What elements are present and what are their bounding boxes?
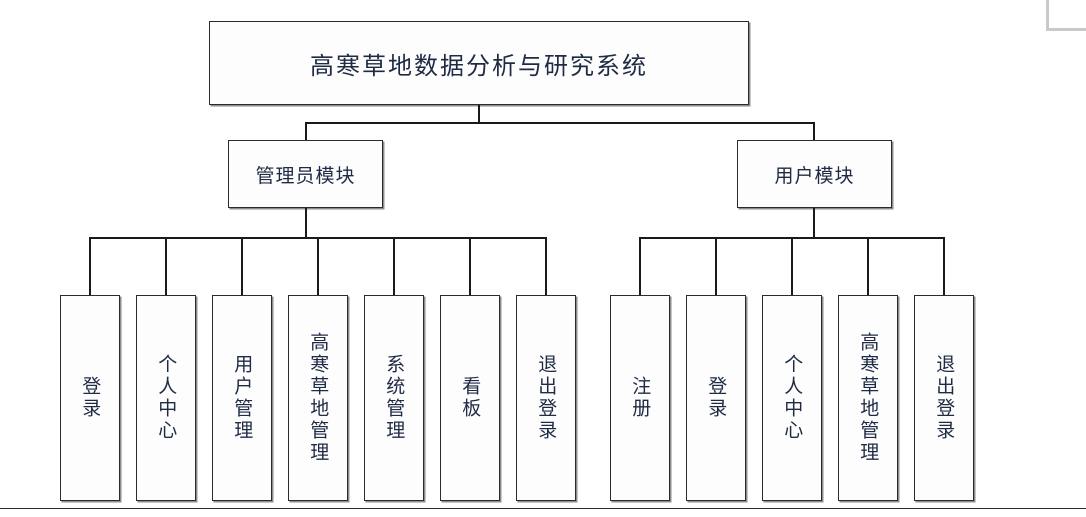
node-leaf-user-login: 登录 xyxy=(686,295,746,501)
node-module-user-label: 用户模块 xyxy=(774,164,855,187)
node-leaf-admin-system-management: 系统管理 xyxy=(364,295,424,501)
node-leaf-admin-user-management: 用户管理 xyxy=(212,295,272,501)
connector-user-drop xyxy=(813,208,815,237)
page-corner-marker xyxy=(1046,0,1086,31)
node-leaf-label: 系统管理 xyxy=(383,354,406,442)
connector-admin-leaf-7 xyxy=(545,237,547,295)
connector-admin-leaf-6 xyxy=(469,237,471,295)
connector-admin-drop xyxy=(305,208,307,237)
connector-user-leaf-3 xyxy=(791,237,793,295)
node-leaf-label: 高寒草地管理 xyxy=(857,332,880,464)
node-leaf-user-personal-center: 个人中心 xyxy=(762,295,822,501)
node-root-system-title: 高寒草地数据分析与研究系统 xyxy=(209,21,749,105)
node-leaf-admin-grassland-management: 高寒草地管理 xyxy=(288,295,348,501)
node-leaf-label: 高寒草地管理 xyxy=(307,332,330,464)
connector-admin-leaf-4 xyxy=(317,237,319,295)
node-leaf-user-logout: 退出登录 xyxy=(914,295,974,501)
node-leaf-label: 用户管理 xyxy=(231,354,254,442)
connector-level1-bus xyxy=(305,122,815,124)
connector-admin-leaf-3 xyxy=(241,237,243,295)
connector-bus-to-user xyxy=(813,122,815,141)
node-leaf-admin-dashboard: 看板 xyxy=(440,295,500,501)
node-leaf-label: 退出登录 xyxy=(933,354,956,442)
connector-user-leaf-2 xyxy=(715,237,717,295)
connector-admin-leaf-2 xyxy=(165,237,167,295)
node-leaf-label: 个人中心 xyxy=(781,354,804,442)
node-leaf-user-register: 注册 xyxy=(610,295,670,501)
connector-root-drop xyxy=(478,105,480,123)
node-leaf-admin-personal-center: 个人中心 xyxy=(136,295,196,501)
connector-user-leaf-4 xyxy=(867,237,869,295)
connector-user-leaf-1 xyxy=(639,237,641,295)
node-leaf-label: 登录 xyxy=(79,376,102,420)
connector-bus-to-admin xyxy=(305,122,307,141)
node-leaf-label: 个人中心 xyxy=(155,354,178,442)
node-module-user: 用户模块 xyxy=(737,140,892,208)
node-leaf-admin-login: 登录 xyxy=(60,295,120,501)
node-leaf-label: 退出登录 xyxy=(535,354,558,442)
connector-admin-leaf-5 xyxy=(393,237,395,295)
node-module-admin-label: 管理员模块 xyxy=(255,164,356,187)
node-module-admin: 管理员模块 xyxy=(228,140,383,208)
connector-admin-leaf-1 xyxy=(89,237,91,295)
node-leaf-label: 登录 xyxy=(705,376,728,420)
node-root-label: 高寒草地数据分析与研究系统 xyxy=(310,51,648,80)
node-leaf-label: 注册 xyxy=(629,376,652,420)
node-leaf-admin-logout: 退出登录 xyxy=(516,295,576,501)
connector-user-leaf-5 xyxy=(943,237,945,295)
node-leaf-label: 看板 xyxy=(459,376,482,420)
node-leaf-user-grassland-management: 高寒草地管理 xyxy=(838,295,898,501)
page-bottom-rule xyxy=(0,508,1086,509)
